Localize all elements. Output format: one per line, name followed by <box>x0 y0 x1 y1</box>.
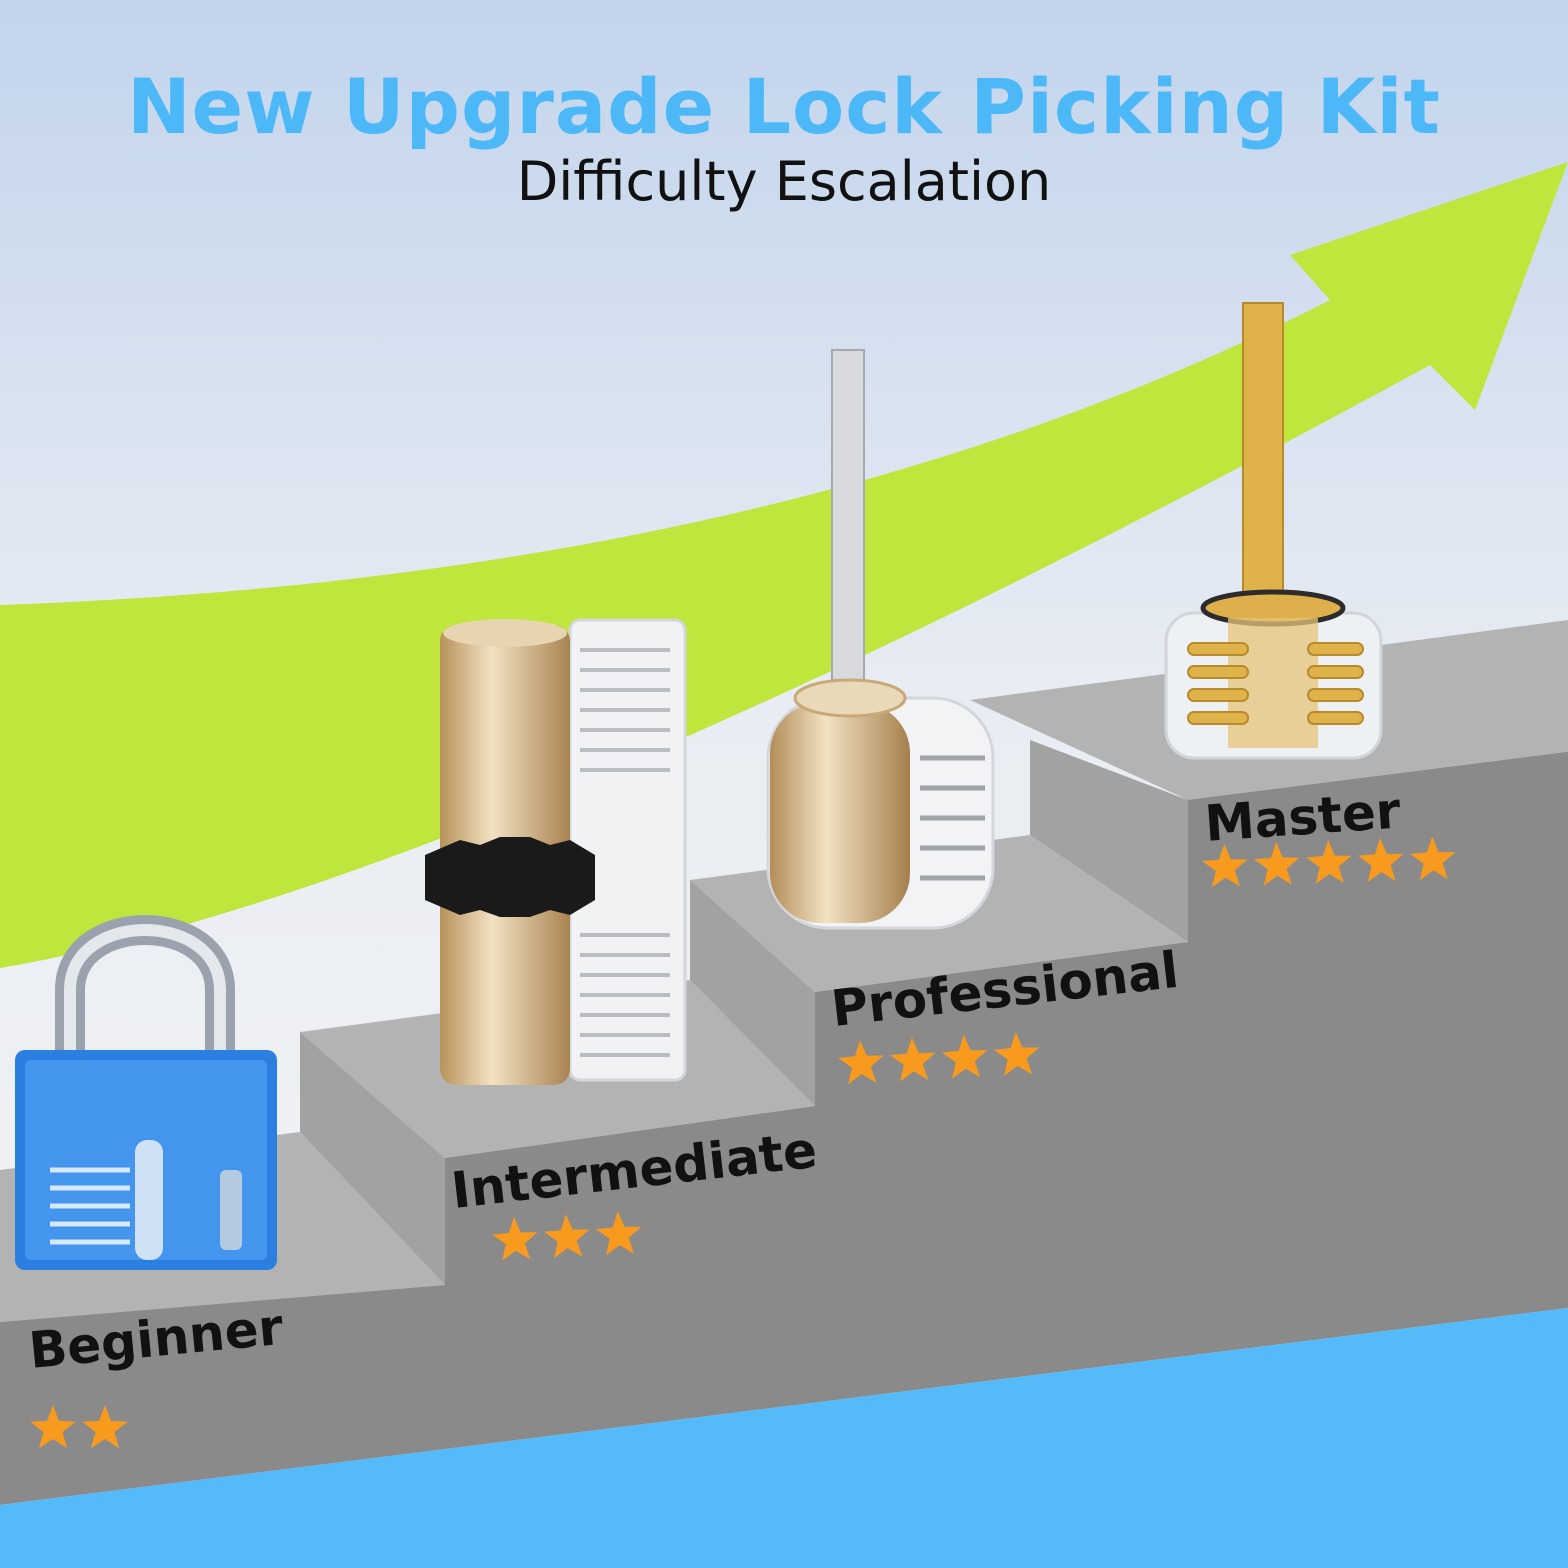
rating-stars-professional <box>835 1029 1043 1088</box>
tubular-lock-icon <box>1164 302 1383 760</box>
star-icon <box>1254 841 1300 886</box>
star-icon <box>543 1214 590 1259</box>
star-icon <box>595 1211 642 1256</box>
star-icon <box>1306 840 1352 884</box>
star-icon <box>941 1034 988 1079</box>
star-icon <box>889 1037 936 1082</box>
star-icon <box>1357 838 1404 883</box>
padlock-icon <box>15 915 277 1270</box>
star-icon <box>993 1031 1040 1077</box>
star-icon <box>1202 843 1248 888</box>
rating-stars-intermediate <box>489 1208 645 1264</box>
rating-stars-master <box>1199 834 1459 891</box>
star-icon <box>492 1216 538 1261</box>
page-subtitle: Difficulty Escalation <box>516 150 1052 213</box>
star-icon <box>838 1040 884 1085</box>
rim-cylinder-icon <box>766 349 995 930</box>
euro-cylinder-icon <box>425 618 687 1085</box>
page-title: New Upgrade Lock Picking Kit <box>127 62 1441 151</box>
star-icon <box>30 1405 76 1449</box>
star-icon <box>1409 836 1456 881</box>
bottom-band <box>0 1308 1568 1568</box>
growth-arrow <box>0 162 1568 968</box>
rating-stars-beginner <box>28 1403 130 1451</box>
star-icon <box>82 1405 128 1449</box>
stair-front <box>0 752 1568 1505</box>
